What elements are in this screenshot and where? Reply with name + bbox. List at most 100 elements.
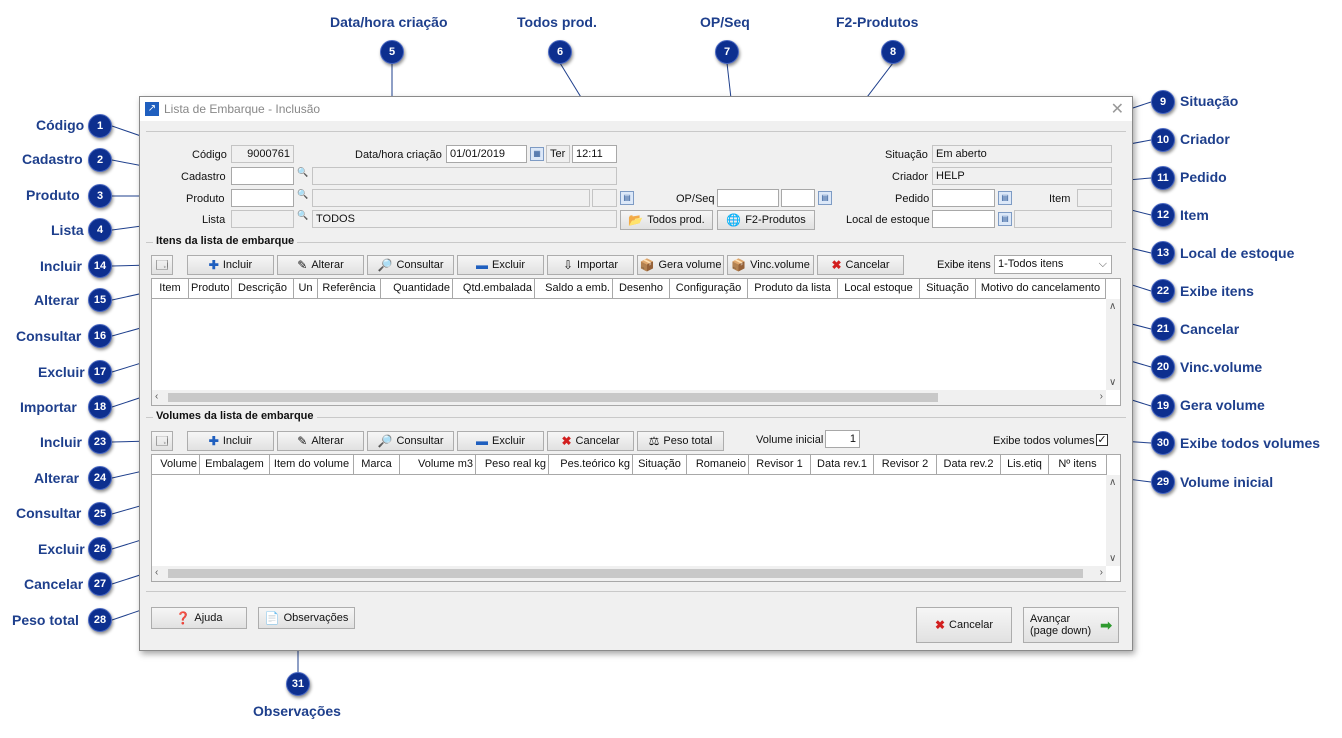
- itens-col-qtd-embalada[interactable]: Qtd.embalada: [453, 279, 535, 299]
- cancelar-button[interactable]: ✖Cancelar: [916, 607, 1012, 643]
- itens-col-motivo[interactable]: Motivo do cancelamento: [976, 279, 1106, 299]
- cadastro-search-icon[interactable]: 🔍: [297, 167, 309, 177]
- callout-label-20: Vinc.volume: [1180, 359, 1263, 375]
- data-input[interactable]: 01/01/2019: [446, 145, 527, 163]
- itens-incluir-button[interactable]: ✚Incluir: [187, 255, 274, 275]
- itens-col-item[interactable]: Item: [152, 279, 189, 299]
- callout-badge-31: 31: [286, 672, 310, 696]
- local-estoque-input[interactable]: [932, 210, 995, 228]
- itens-gera-volume-button[interactable]: 📦Gera volume: [637, 255, 724, 275]
- itens-excluir-button[interactable]: ▬Excluir: [457, 255, 544, 275]
- produto-input[interactable]: [231, 189, 294, 207]
- volumes-col-lis-etiq[interactable]: Lis.etiq: [1001, 455, 1049, 475]
- volumes-excluir-button[interactable]: ▬Excluir: [457, 431, 544, 451]
- seq-input[interactable]: [781, 189, 815, 207]
- lista-search-icon[interactable]: 🔍: [297, 210, 309, 220]
- callout-badge-20: 20: [1151, 355, 1175, 379]
- scroll-down-icon[interactable]: ∨: [1109, 377, 1117, 388]
- itens-col-referencia[interactable]: Referência: [318, 279, 381, 299]
- scroll-left-icon[interactable]: ‹: [155, 567, 159, 578]
- close-icon[interactable]: ✕: [1110, 101, 1124, 118]
- callout-label-3: Produto: [26, 187, 80, 203]
- itens-col-saldo[interactable]: Saldo a emb.: [535, 279, 613, 299]
- produto-lookup-icon[interactable]: ▤: [620, 191, 634, 205]
- f2-produtos-label: F2-Produtos: [745, 214, 806, 226]
- volumes-grid[interactable]: Volume Embalagem Item do volume Marca Vo…: [151, 454, 1121, 582]
- scroll-left-icon[interactable]: ‹: [155, 391, 159, 402]
- itens-grid[interactable]: Item Produto Descrição Un Referência Qua…: [151, 278, 1121, 406]
- itens-consultar-button[interactable]: 🔎Consultar: [367, 255, 454, 275]
- itens-scroll-thumb[interactable]: [168, 393, 938, 402]
- volumes-col-marca[interactable]: Marca: [354, 455, 400, 475]
- itens-vertical-scrollbar[interactable]: ∧ ∨: [1106, 299, 1120, 390]
- exibe-todos-volumes-checkbox[interactable]: ✓: [1096, 434, 1108, 446]
- itens-col-produto-lista[interactable]: Produto da lista: [748, 279, 838, 299]
- volumes-layout-button[interactable]: 🗔: [151, 431, 173, 451]
- volumes-peso-total-button[interactable]: ⚖Peso total: [637, 431, 724, 451]
- volumes-scroll-thumb[interactable]: [168, 569, 1083, 578]
- callout-label-6: Todos prod.: [517, 14, 597, 30]
- volumes-horizontal-scrollbar[interactable]: ‹ ›: [152, 566, 1106, 581]
- itens-cancelar-button[interactable]: ✖Cancelar: [817, 255, 904, 275]
- itens-horizontal-scrollbar[interactable]: ‹ ›: [152, 390, 1106, 405]
- itens-col-descricao[interactable]: Descrição: [232, 279, 294, 299]
- avancar-button[interactable]: Avançar(page down) ➡: [1023, 607, 1119, 643]
- volumes-col-revisor-2[interactable]: Revisor 2: [874, 455, 937, 475]
- lista-input: [231, 210, 294, 228]
- volumes-col-embalagem[interactable]: Embalagem: [200, 455, 270, 475]
- volumes-col-volume[interactable]: Volume: [152, 455, 200, 475]
- scroll-right-icon[interactable]: ›: [1099, 567, 1103, 578]
- f2-produtos-button[interactable]: 🌐F2-Produtos: [717, 210, 815, 230]
- local-estoque-lookup-icon[interactable]: ▤: [998, 212, 1012, 226]
- ajuda-button[interactable]: ❓Ajuda: [151, 607, 247, 629]
- itens-col-desenho[interactable]: Desenho: [613, 279, 670, 299]
- volumes-col-volume-m3[interactable]: Volume m3: [400, 455, 476, 475]
- todos-prod-button[interactable]: 📂Todos prod.: [620, 210, 713, 230]
- itens-col-situacao[interactable]: Situação: [920, 279, 976, 299]
- cadastro-name-field: [312, 167, 617, 185]
- volume-inicial-input[interactable]: 1: [825, 430, 860, 448]
- volumes-col-item-volume[interactable]: Item do volume: [270, 455, 354, 475]
- opseq-lookup-icon[interactable]: ▤: [818, 191, 832, 205]
- pedido-lookup-icon[interactable]: ▤: [998, 191, 1012, 205]
- scroll-right-icon[interactable]: ›: [1099, 391, 1103, 402]
- itens-importar-button[interactable]: ⇩Importar: [547, 255, 634, 275]
- cadastro-input[interactable]: [231, 167, 294, 185]
- volumes-col-peso-teorico[interactable]: Pes.teórico kg: [549, 455, 633, 475]
- itens-col-local-estoque[interactable]: Local estoque: [838, 279, 920, 299]
- produto-search-icon[interactable]: 🔍: [297, 189, 309, 199]
- scroll-up-icon[interactable]: ∧: [1109, 477, 1117, 488]
- volumes-incluir-button[interactable]: ✚Incluir: [187, 431, 274, 451]
- itens-layout-button[interactable]: 🗔: [151, 255, 173, 275]
- itens-col-quantidade[interactable]: Quantidade: [381, 279, 453, 299]
- hora-input[interactable]: 12:11: [572, 145, 617, 163]
- volumes-vertical-scrollbar[interactable]: ∧ ∨: [1106, 475, 1120, 566]
- volumes-col-data-rev-1[interactable]: Data rev.1: [811, 455, 874, 475]
- volumes-col-n-itens[interactable]: Nº itens: [1049, 455, 1107, 475]
- itens-col-un[interactable]: Un: [294, 279, 318, 299]
- op-input[interactable]: [717, 189, 779, 207]
- pedido-input[interactable]: [932, 189, 995, 207]
- volumes-consultar-button[interactable]: 🔎Consultar: [367, 431, 454, 451]
- callout-badge-8: 8: [881, 40, 905, 64]
- scroll-down-icon[interactable]: ∨: [1109, 553, 1117, 564]
- itens-alterar-button[interactable]: ✎Alterar: [277, 255, 364, 275]
- calendar-icon[interactable]: ▦: [530, 147, 544, 161]
- local-estoque-desc-field: [1014, 210, 1112, 228]
- situacao-label: Situação: [885, 149, 928, 161]
- volumes-col-revisor-1[interactable]: Revisor 1: [749, 455, 811, 475]
- volumes-col-romaneio[interactable]: Romaneio: [687, 455, 749, 475]
- volumes-alterar-button[interactable]: ✎Alterar: [277, 431, 364, 451]
- callout-badge-27: 27: [88, 572, 112, 596]
- volumes-col-peso-real[interactable]: Peso real kg: [476, 455, 549, 475]
- itens-vinc-volume-button[interactable]: 📦Vinc.volume: [727, 255, 814, 275]
- itens-col-produto[interactable]: Produto: [189, 279, 232, 299]
- scroll-up-icon[interactable]: ∧: [1109, 301, 1117, 312]
- itens-col-configuracao[interactable]: Configuração: [670, 279, 748, 299]
- callout-badge-22: 22: [1151, 279, 1175, 303]
- volumes-col-situacao[interactable]: Situação: [633, 455, 687, 475]
- observacoes-button[interactable]: 📄Observações: [258, 607, 355, 629]
- volumes-col-data-rev-2[interactable]: Data rev.2: [937, 455, 1001, 475]
- volumes-cancelar-button[interactable]: ✖Cancelar: [547, 431, 634, 451]
- exibe-itens-select[interactable]: 1-Todos itens⌵: [994, 255, 1112, 274]
